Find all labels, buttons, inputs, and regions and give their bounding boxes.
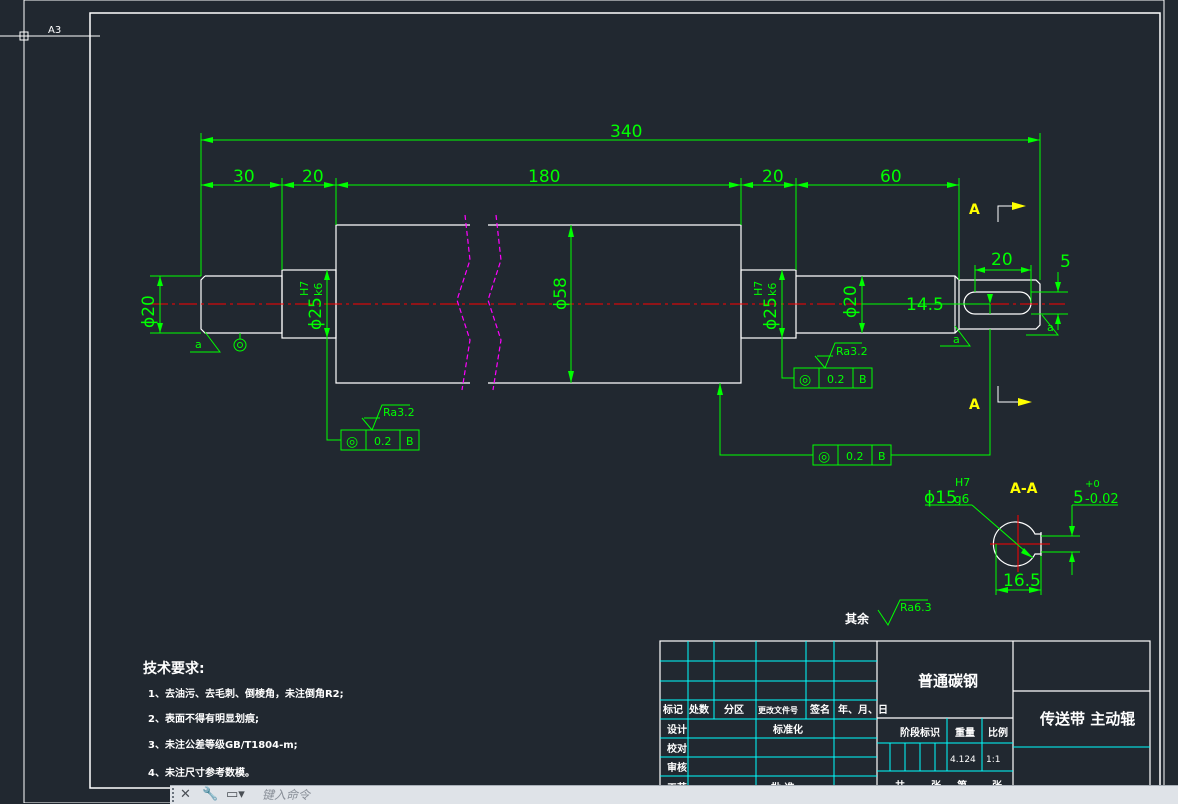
break-lines bbox=[456, 214, 502, 391]
section-keyway-tol-upper: +0 bbox=[1085, 479, 1100, 490]
notes-item-1: 1、去油污、去毛刺、倒棱角，未注倒角R2; bbox=[148, 687, 344, 700]
fit-hole-left: H7 bbox=[298, 281, 311, 296]
tolerance-datum-right: B bbox=[859, 373, 867, 386]
dim-key-depth: 14.5 bbox=[906, 295, 944, 315]
section-marker-bottom: A bbox=[969, 397, 980, 413]
command-input[interactable]: 键入命令 bbox=[262, 788, 311, 802]
section-bore-fit-shaft: g6 bbox=[954, 492, 969, 506]
weight-value: 4.124 bbox=[950, 755, 976, 765]
concentricity-symbol-right: ◎ bbox=[799, 372, 811, 388]
tolerance-value-bottom: 0.2 bbox=[846, 450, 864, 463]
section-keyway-width: 5 bbox=[1073, 488, 1084, 508]
sheet-size-label: A3 bbox=[48, 25, 61, 36]
section-bore-fit-hole: H7 bbox=[955, 476, 970, 489]
dim-keyway-length: 20 bbox=[991, 250, 1013, 270]
fit-shaft-right: k6 bbox=[766, 283, 779, 296]
dim-seg-1: 30 bbox=[233, 167, 255, 187]
header-count: 处数 bbox=[688, 703, 710, 716]
roughness-rest-value: Ra6.3 bbox=[900, 601, 932, 614]
role-check: 校对 bbox=[667, 742, 687, 755]
weight-label: 重量 bbox=[955, 726, 975, 739]
datum-a-markers bbox=[190, 314, 1060, 353]
scale-value: 1:1 bbox=[986, 755, 1000, 765]
dim-end-right-diameter: ϕ20 bbox=[841, 285, 861, 318]
tolerance-datum-bottom: B bbox=[878, 450, 886, 463]
feature-control-frame-bottom: ◎ 0.2 B bbox=[812, 444, 892, 466]
stage-label: 阶段标识 bbox=[900, 726, 940, 739]
header-sign: 签名 bbox=[809, 703, 830, 716]
dim-seg-3: 180 bbox=[528, 167, 560, 187]
roughness-left-value: Ra3.2 bbox=[383, 406, 415, 419]
dimension-arrows bbox=[157, 137, 1061, 383]
crosshair-cursor bbox=[0, 0, 100, 112]
fit-shaft-left: k6 bbox=[312, 283, 325, 296]
dim-keyway-width: 5 bbox=[1060, 252, 1071, 272]
feature-control-frame-left: ◎ 0.2 B bbox=[340, 429, 420, 451]
close-icon[interactable]: ✕ bbox=[180, 787, 191, 802]
section-bore-diameter: ϕ15 bbox=[924, 488, 957, 508]
section-a-a-view: A-A ϕ15 H7 g6 5 +0 -0.02 16.5 bbox=[924, 476, 1119, 595]
roughness-rest-prefix: 其余 bbox=[845, 611, 870, 626]
tolerance-value-left: 0.2 bbox=[374, 435, 392, 448]
tolerance-value-right: 0.2 bbox=[827, 373, 845, 386]
datum-a-key: a bbox=[1047, 321, 1054, 334]
scale-label: 比例 bbox=[988, 726, 1008, 739]
concentricity-symbol-left: ◎ bbox=[346, 434, 358, 450]
wrench-icon[interactable]: 🔧 bbox=[202, 787, 219, 802]
leader-lines bbox=[326, 329, 991, 456]
notes-item-3: 3、未注公差等级GB/T1804-m; bbox=[148, 738, 298, 751]
dim-bearing-right-diameter: ϕ25 bbox=[761, 297, 781, 330]
standardization-label: 标准化 bbox=[772, 723, 803, 736]
fit-hole-right: H7 bbox=[752, 281, 765, 296]
dim-overall-length: 340 bbox=[610, 122, 642, 142]
dim-seg-5: 60 bbox=[880, 167, 902, 187]
datum-a-right: a bbox=[953, 333, 960, 346]
notes-item-2: 2、表面不得有明显划痕; bbox=[148, 712, 259, 725]
header-date: 年、月、日 bbox=[838, 703, 888, 716]
feature-control-frame-right: ◎ 0.2 B bbox=[793, 367, 873, 389]
dim-seg-4: 20 bbox=[762, 167, 784, 187]
concentricity-symbol-bottom: ◎ bbox=[818, 449, 830, 465]
sheet-outer-border bbox=[23, 0, 1165, 803]
section-title: A-A bbox=[1010, 481, 1038, 497]
datum-a-left: a bbox=[195, 338, 202, 351]
section-keyway-depth: 16.5 bbox=[1003, 571, 1041, 591]
technical-notes: 技术要求: 1、去油污、去毛刺、倒棱角，未注倒角R2; 2、表面不得有明显划痕;… bbox=[143, 660, 344, 779]
dimension-lines bbox=[150, 133, 1068, 383]
notes-title: 技术要求: bbox=[143, 660, 205, 677]
dim-roller-diameter: ϕ58 bbox=[551, 277, 571, 310]
role-review: 审核 bbox=[667, 761, 687, 774]
title-block: 普通碳钢 传送带 主动辊 标记 处数 分区 更改文件号 签名 年、月、日 设计 … bbox=[659, 640, 1151, 803]
command-bar-grip[interactable] bbox=[172, 788, 180, 802]
command-line-bar[interactable]: ✕ 🔧 ▭▾ 键入命令 bbox=[170, 785, 1178, 804]
material-label: 普通碳钢 bbox=[918, 672, 978, 690]
header-change-doc: 更改文件号 bbox=[758, 705, 798, 715]
role-design: 设计 bbox=[667, 723, 687, 736]
notes-item-4: 4、未注尺寸参考数模。 bbox=[148, 766, 255, 779]
header-mark: 标记 bbox=[662, 703, 683, 716]
part-name: 传送带 主动辊 bbox=[1039, 710, 1135, 728]
section-markers: A A bbox=[969, 202, 1032, 413]
header-zone: 分区 bbox=[724, 703, 744, 716]
section-keyway-tol-lower: -0.02 bbox=[1085, 492, 1119, 507]
dim-seg-2: 20 bbox=[302, 167, 324, 187]
dim-bearing-left-diameter: ϕ25 bbox=[306, 297, 326, 330]
section-marker-top: A bbox=[969, 202, 980, 218]
roughness-symbols bbox=[361, 342, 928, 627]
command-prompt-icon[interactable]: ▭▾ bbox=[226, 787, 245, 802]
dim-end-left-diameter: ϕ20 bbox=[139, 295, 159, 328]
leader-arrows bbox=[717, 383, 723, 395]
roughness-right-value: Ra3.2 bbox=[836, 345, 868, 358]
tolerance-datum-left: B bbox=[406, 435, 414, 448]
